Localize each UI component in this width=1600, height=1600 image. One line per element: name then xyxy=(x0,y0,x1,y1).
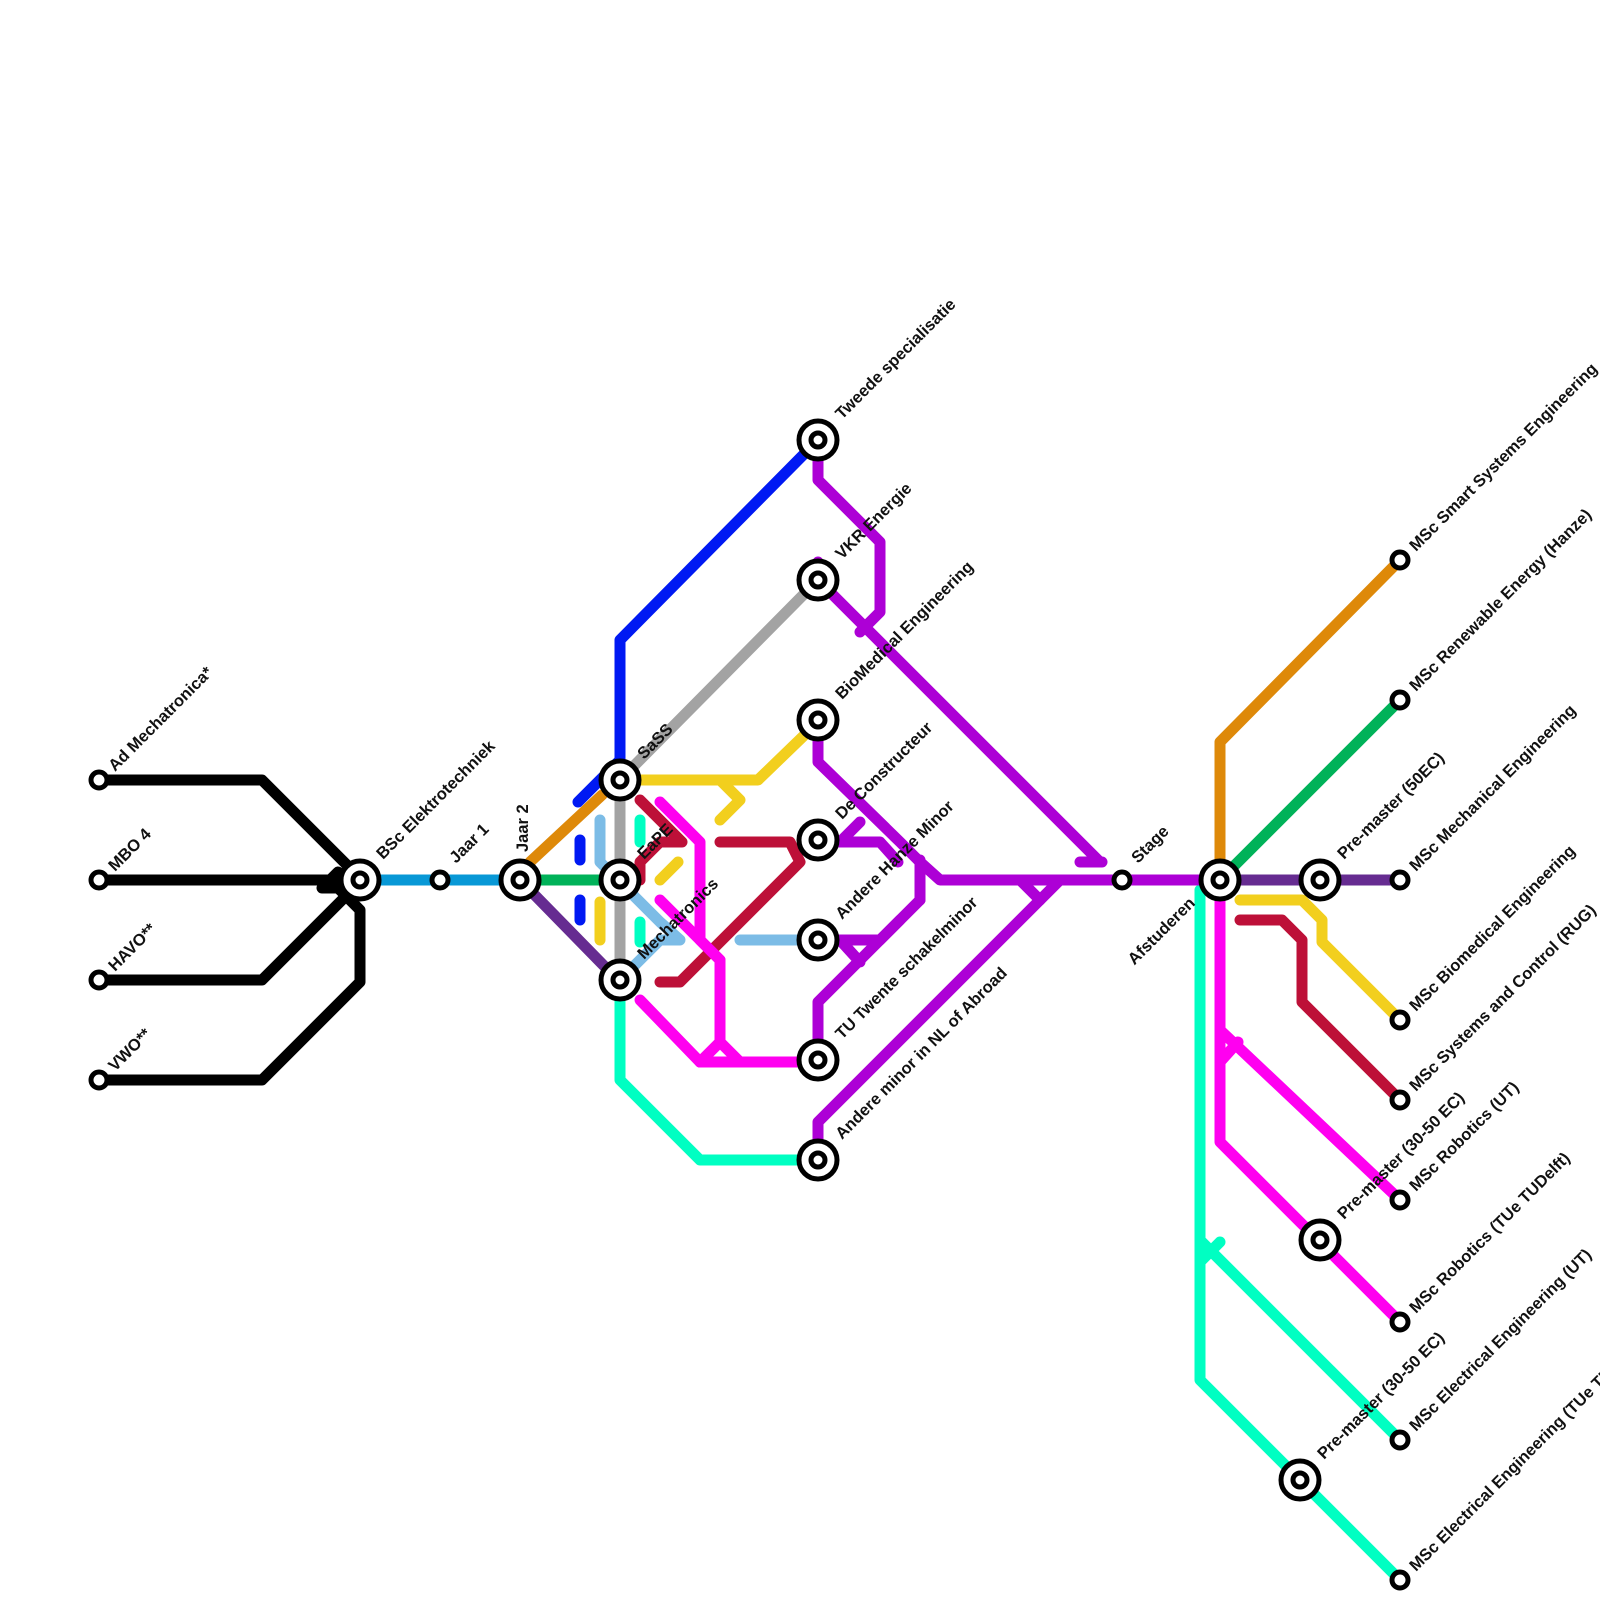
line-magenta-branch xyxy=(1214,1024,1406,1206)
interchange-afstuderen[interactable] xyxy=(1198,858,1242,902)
interchange-tweede[interactable] xyxy=(796,418,840,462)
interchange-mechatronics[interactable] xyxy=(598,958,642,1002)
line-teal-right xyxy=(1194,884,1406,1586)
line-crimson-b xyxy=(654,836,806,988)
line-violet-stub4 xyxy=(834,934,866,968)
line-crimson-right xyxy=(1234,914,1406,1106)
line-yellow-right xyxy=(1234,894,1406,1026)
interchange-bsc[interactable] xyxy=(338,858,382,902)
station-msc-ee2[interactable] xyxy=(1389,1569,1411,1591)
label-sass: SaSS xyxy=(634,720,677,763)
station-ad-mechatronica[interactable] xyxy=(88,769,110,791)
label-jaar1: Jaar 1 xyxy=(446,820,492,866)
station-msc-robotics-tue[interactable] xyxy=(1389,1311,1411,1333)
station-msc-robotics-ut[interactable] xyxy=(1389,1189,1411,1211)
station-msc-ee1[interactable] xyxy=(1389,1429,1411,1451)
station-mbo4[interactable] xyxy=(88,869,110,891)
label-afstuderen: Afstuderen xyxy=(1125,894,1199,968)
label-mbo4: MBO 4 xyxy=(105,825,155,875)
line-vwo xyxy=(93,866,366,1086)
line-grey xyxy=(614,574,824,966)
line-magenta-stub xyxy=(694,1036,726,1068)
line-violet-main xyxy=(812,434,886,638)
line-violet-abroad xyxy=(812,874,1066,1146)
label-msc-mech: MSc Mechanical Engineering xyxy=(1406,701,1580,875)
line-violet-stub1 xyxy=(1014,874,1046,906)
line-magenta-right xyxy=(1214,884,1406,1328)
label-msc-biomed: MSc Biomedical Engineering xyxy=(1406,842,1579,1015)
interchange-biomed[interactable] xyxy=(796,698,840,742)
station-msc-systems[interactable] xyxy=(1389,1089,1411,1111)
label-vkr: VKR Energie xyxy=(832,479,915,562)
interchange-abroad[interactable] xyxy=(796,1138,840,1182)
label-abroad: Andere minor in NL of Abroad xyxy=(832,964,1011,1143)
route-lines xyxy=(93,434,1406,1586)
label-jaar2: Jaar 2 xyxy=(514,804,532,852)
line-teal-stub xyxy=(1194,1236,1226,1268)
line-magenta-stub2 xyxy=(1214,1036,1244,1068)
interchange-jaar2[interactable] xyxy=(498,858,542,902)
station-havo[interactable] xyxy=(88,969,110,991)
label-tweede: Tweede specialisatie xyxy=(832,296,959,423)
line-yellow-branch xyxy=(714,774,746,826)
line-yellow xyxy=(614,716,824,786)
line-violet-biomed xyxy=(812,716,1128,886)
line-orange-right xyxy=(1214,554,1406,886)
label-vwo: VWO** xyxy=(105,1025,155,1075)
line-crimson xyxy=(634,794,688,886)
line-havo xyxy=(93,891,351,986)
line-teal-branch xyxy=(1194,1234,1406,1446)
station-msc-renewable[interactable] xyxy=(1389,689,1411,711)
station-msc-biomed[interactable] xyxy=(1389,1009,1411,1031)
label-ad-mechatronica: Ad Mechatronica* xyxy=(105,663,217,775)
station-vwo[interactable] xyxy=(88,1069,110,1091)
line-magenta-b xyxy=(654,894,726,966)
label-biomed: BioMedical Engineering xyxy=(832,558,977,703)
interchange-premaster-teal[interactable] xyxy=(1278,1458,1322,1502)
interchange-tu-twente[interactable] xyxy=(796,1038,840,1082)
interchange-constructeur[interactable] xyxy=(796,818,840,862)
label-constructeur: De Constructeur xyxy=(832,718,937,823)
label-msc-ee2: MSc Electrical Engineering (TUe TUDelft) xyxy=(1406,1335,1600,1575)
interchange-hanze-minor[interactable] xyxy=(796,918,840,962)
interchange-premaster-magenta[interactable] xyxy=(1298,1218,1342,1262)
stations xyxy=(88,418,1411,1591)
line-orange xyxy=(524,789,608,868)
interchange-premaster50[interactable] xyxy=(1298,858,1342,902)
interchange-sass[interactable] xyxy=(598,758,642,802)
interchange-eape[interactable] xyxy=(598,858,642,902)
label-premaster-teal: Pre-master (30-50 EC) xyxy=(1314,1329,1448,1463)
line-lightblue xyxy=(594,814,686,986)
line-teal xyxy=(614,974,824,1166)
station-jaar1[interactable] xyxy=(429,869,451,891)
interchange-vkr[interactable] xyxy=(796,558,840,602)
station-msc-sse[interactable] xyxy=(1389,549,1411,571)
label-stage: Stage xyxy=(1128,822,1173,867)
label-havo: HAVO** xyxy=(105,920,160,975)
line-violet-stub3 xyxy=(834,816,866,848)
line-green-right xyxy=(1214,694,1406,886)
station-msc-mech[interactable] xyxy=(1389,869,1411,891)
line-ad-mechatronica xyxy=(93,774,366,884)
line-yellow-dash1 xyxy=(654,856,684,886)
station-stage[interactable] xyxy=(1111,869,1133,891)
